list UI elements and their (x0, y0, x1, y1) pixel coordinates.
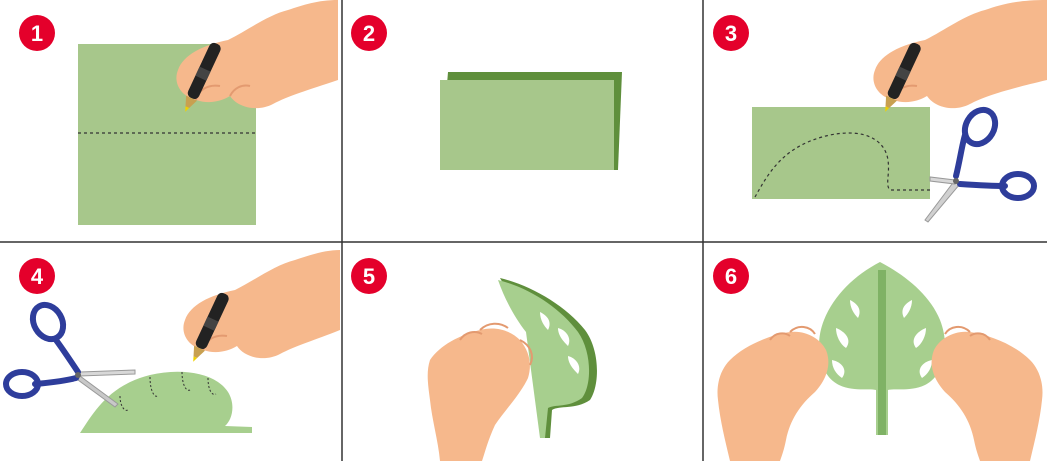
step-6-panel: 6 (713, 258, 1043, 461)
svg-text:1: 1 (31, 21, 43, 46)
step-1-panel: 1 (19, 0, 338, 225)
step-3-panel: 3 (713, 0, 1047, 222)
svg-text:2: 2 (363, 21, 375, 46)
step-badge-4: 4 (19, 258, 55, 294)
leaf-cutout-half (80, 372, 252, 433)
leaf-stem (878, 270, 886, 435)
folded-paper (752, 107, 930, 199)
step-5-panel: 5 (351, 258, 597, 461)
scissors-icon (925, 104, 1034, 222)
step-badge-6: 6 (713, 258, 749, 294)
step-badge-3: 3 (713, 15, 749, 51)
step-4-panel: 4 (6, 250, 340, 433)
hand-icon-right (932, 327, 1043, 461)
hand-icon-left (718, 327, 829, 461)
svg-text:6: 6 (725, 264, 737, 289)
step-badge-2: 2 (351, 15, 387, 51)
folded-paper-icon (440, 80, 614, 170)
hand-icon (428, 324, 532, 461)
svg-text:5: 5 (363, 264, 375, 289)
step-2-panel: 2 (351, 15, 622, 170)
step-badge-5: 5 (351, 258, 387, 294)
svg-text:3: 3 (725, 21, 737, 46)
svg-text:4: 4 (31, 264, 44, 289)
step-badge-1: 1 (19, 15, 55, 51)
